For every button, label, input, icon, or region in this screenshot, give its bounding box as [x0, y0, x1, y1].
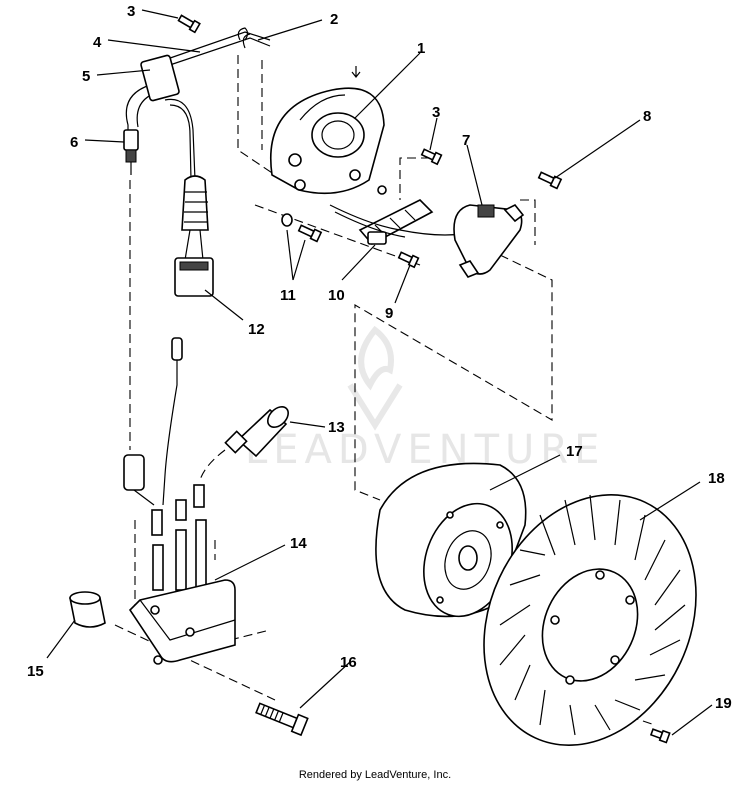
coil-lead-wire	[123, 337, 183, 506]
callout-17: 17	[566, 443, 583, 460]
screw-3-right	[420, 148, 443, 166]
callout-3-right: 3	[432, 104, 440, 121]
callout-1: 1	[417, 40, 425, 57]
callout-5: 5	[82, 68, 90, 85]
callout-10: 10	[328, 287, 345, 304]
stator-plate	[270, 87, 387, 195]
footer-credit: Rendered by LeadVenture, Inc.	[299, 769, 451, 781]
screw-3-top	[177, 14, 201, 34]
callout-7: 7	[462, 132, 470, 149]
cap-15	[69, 591, 106, 628]
leader-lines	[46, 9, 713, 736]
watermark-text: LEADVENTURE	[245, 427, 605, 473]
ignition-coil-lead	[174, 175, 214, 297]
ignition-module	[128, 484, 236, 665]
direction-arrow	[351, 66, 361, 78]
callout-18: 18	[708, 470, 725, 487]
callout-4: 4	[93, 34, 102, 51]
callout-6: 6	[70, 134, 78, 151]
callout-8: 8	[643, 108, 651, 125]
callout-9: 9	[385, 305, 393, 322]
callout-3-top: 3	[127, 3, 135, 20]
washer-11	[281, 213, 293, 227]
harness-clip	[123, 129, 139, 151]
callout-14: 14	[290, 535, 307, 552]
wiring-harness	[123, 27, 271, 181]
screw-8	[537, 171, 563, 190]
screw-9	[397, 251, 420, 269]
pickup-coil	[329, 199, 481, 246]
flywheel	[375, 462, 527, 618]
watermark: LEADVENTURE	[245, 325, 605, 473]
screw-11	[297, 224, 323, 243]
callout-2: 2	[330, 11, 338, 28]
callout-15: 15	[27, 663, 44, 680]
watermark-logo	[347, 325, 403, 431]
screw-19	[649, 728, 671, 744]
bolt-16	[255, 702, 309, 737]
callouts: 3 2 4 5 1 3 8 6 7 11 10 9 12 13 17 18 14…	[27, 3, 732, 712]
cooling-fan	[483, 494, 697, 746]
callout-16: 16	[340, 654, 357, 671]
callout-11: 11	[280, 287, 296, 304]
callout-12: 12	[248, 321, 265, 338]
callout-19: 19	[715, 695, 732, 712]
harness-connector	[140, 54, 180, 102]
mounting-bracket	[453, 203, 525, 278]
spark-plug-boot	[199, 406, 289, 481]
callout-13: 13	[328, 419, 345, 436]
